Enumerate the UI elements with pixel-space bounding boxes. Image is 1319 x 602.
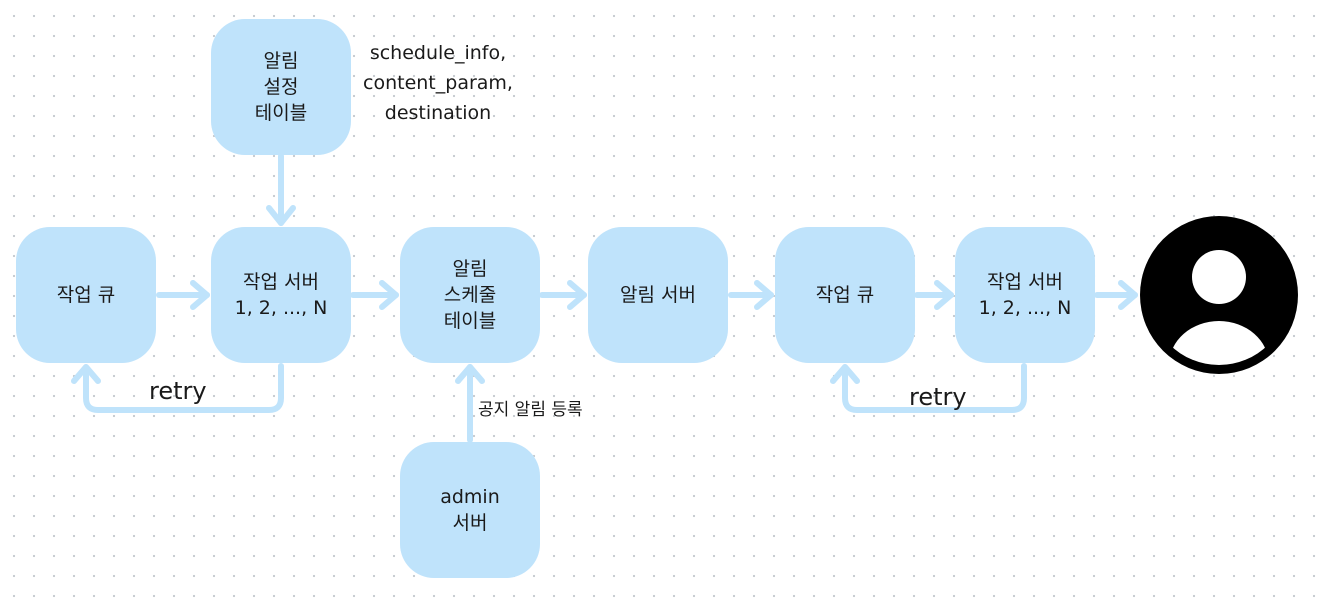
arrow-notifserver-to-queue2 [728, 280, 774, 310]
settings-field-3: destination [384, 102, 492, 124]
user-avatar-icon [1139, 215, 1299, 375]
settings-table-line-2: 설정 [263, 76, 299, 98]
job-server-1-node: 작업 서버 1, 2, ..., N [211, 227, 351, 363]
settings-table-line-1: 알림 [263, 50, 299, 72]
arrow-queue1-to-jobserver1 [156, 280, 210, 310]
settings-table-line-3: 테이블 [254, 102, 308, 124]
schedule-table-line-3: 테이블 [443, 310, 497, 332]
schedule-table-line-2: 스케줄 [443, 284, 497, 306]
notification-server-label: 알림 서버 [620, 284, 696, 306]
job-queue-1-node: 작업 큐 [16, 227, 156, 363]
schedule-table-line-1: 알림 [452, 258, 488, 280]
job-server-1-line-2: 1, 2, ..., N [234, 297, 328, 319]
retry-label-2: retry [909, 383, 967, 411]
job-server-2-line-1: 작업 서버 [987, 271, 1063, 293]
arrow-jobserver2-to-user [1094, 280, 1138, 310]
settings-fields-label: schedule_info, content_param, destinatio… [350, 38, 526, 128]
settings-table-node: 알림 설정 테이블 [211, 19, 351, 155]
arrow-schedule-to-notifserver [539, 280, 587, 310]
settings-field-1: schedule_info, [369, 42, 507, 64]
job-queue-2-node: 작업 큐 [775, 227, 915, 363]
job-server-1-line-1: 작업 서버 [243, 271, 319, 293]
arrow-jobserver1-to-schedule [350, 280, 399, 310]
retry-label-1: retry [149, 377, 207, 405]
arrow-queue2-to-jobserver2 [914, 280, 954, 310]
arrow-settings-to-jobserver1 [266, 153, 296, 226]
arrow-admin-to-schedule [455, 364, 485, 443]
schedule-table-node: 알림 스케줄 테이블 [400, 227, 540, 363]
admin-server-line-1: admin [440, 486, 500, 508]
job-server-2-line-2: 1, 2, ..., N [978, 297, 1072, 319]
job-queue-2-label: 작업 큐 [815, 284, 875, 306]
job-server-2-node: 작업 서버 1, 2, ..., N [955, 227, 1095, 363]
admin-server-node: admin 서버 [400, 442, 540, 578]
notification-server-node: 알림 서버 [588, 227, 728, 363]
retry-loop-1 [71, 363, 284, 413]
settings-field-2: content_param, [363, 72, 513, 94]
notice-register-label: 공지 알림 등록 [478, 400, 583, 420]
admin-server-line-2: 서버 [452, 512, 488, 534]
job-queue-1-label: 작업 큐 [56, 284, 116, 306]
retry-loop-2 [830, 363, 1027, 413]
